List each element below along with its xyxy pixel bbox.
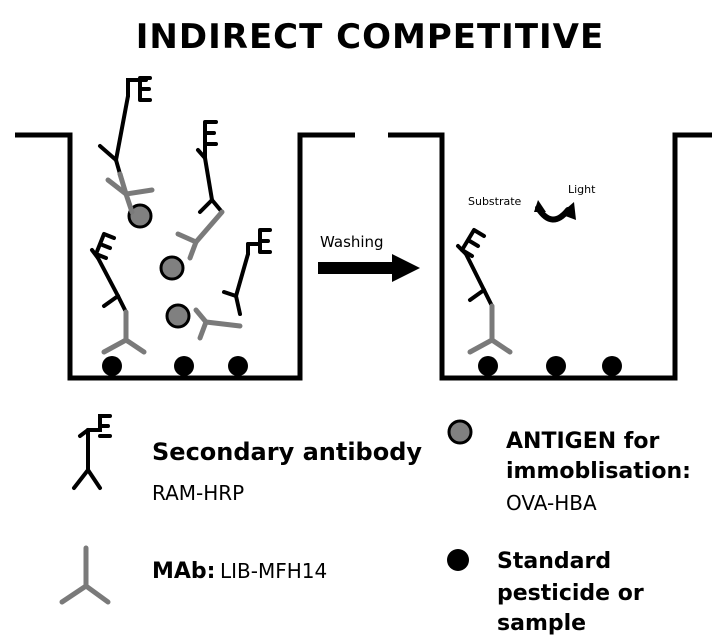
legend-mab-name: MAb: [152,559,215,584]
secondary-antibody [196,120,224,214]
secondary-antibody [456,228,494,308]
left-well [15,132,355,381]
enzyme-e [138,76,152,102]
legend-antigen-line2: immoblisation: [506,459,691,484]
secondary-antibody [98,76,152,176]
legend-pesticide-icon [447,549,469,571]
secondary-antibody [90,232,128,314]
antigen-dot [165,303,191,329]
arrow-tail [534,200,546,212]
pesticide-dot [174,356,194,376]
legend-mab-detail: LIB-MFH14 [220,559,327,583]
enzyme-e [94,232,116,260]
monoclonal-antibody [175,209,225,261]
pesticide-dot [228,356,248,376]
legend-antigen-line3: OVA-HBA [506,491,597,515]
secondary-antibody [222,228,272,316]
monoclonal-antibody [101,309,147,355]
monoclonal-antibody [467,303,513,355]
legend-secondary-antibody-detail: RAM-HRP [152,481,244,505]
monoclonal-antibody [193,307,243,341]
diagram-title: INDIRECT COMPETITIVE [136,17,604,57]
legend-standard-line2: pesticide or [497,581,644,606]
light-label: Light [568,183,596,196]
right-well [388,132,712,381]
legend-antigen-line1: ANTIGEN for [506,429,659,454]
pesticide-dot [602,356,622,376]
legend-antigen-icon [447,419,473,445]
legend-secondary-antibody-name: Secondary antibody [152,438,422,466]
legend-standard-line3: sample [497,611,586,636]
antigen-dot [159,255,185,281]
legend-mab-icon [59,545,111,605]
legend-secondary-antibody-icon [72,414,112,490]
enzyme-e [258,228,272,254]
legend-standard-line1: Standard [497,549,611,574]
washing-arrow [318,254,420,282]
enzyme-e [460,228,486,258]
enzyme-e [203,120,218,146]
substrate-label: Substrate [468,195,522,208]
arrow-head [560,202,576,220]
pesticide-dot [478,356,498,376]
washing-label: Washing [320,233,384,251]
pesticide-dot [102,356,122,376]
pesticide-dot [546,356,566,376]
monoclonal-antibody [105,171,155,215]
antigen-dot [127,203,153,229]
